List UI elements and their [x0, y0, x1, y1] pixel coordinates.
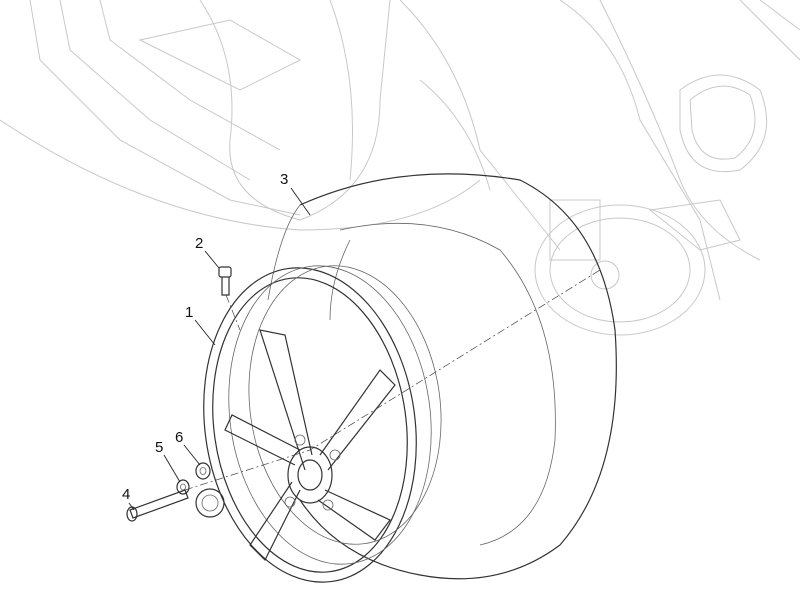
callout-6: 6: [175, 429, 184, 446]
callout-1: 1: [185, 304, 194, 321]
callout-3: 3: [280, 171, 289, 188]
callout-5: 5: [155, 439, 164, 456]
rim: [203, 265, 442, 583]
scooter-body-ghost: [0, 0, 800, 301]
callout-4: 4: [122, 486, 131, 503]
tire: [267, 173, 617, 580]
valve-axis-line: [225, 294, 241, 331]
brake-assembly-ghost: [534, 199, 741, 336]
callout-2: 2: [195, 235, 204, 252]
hardware: [126, 462, 225, 522]
valve: [218, 266, 232, 296]
axis-line: [184, 269, 601, 491]
leader-lines: [128, 187, 311, 511]
